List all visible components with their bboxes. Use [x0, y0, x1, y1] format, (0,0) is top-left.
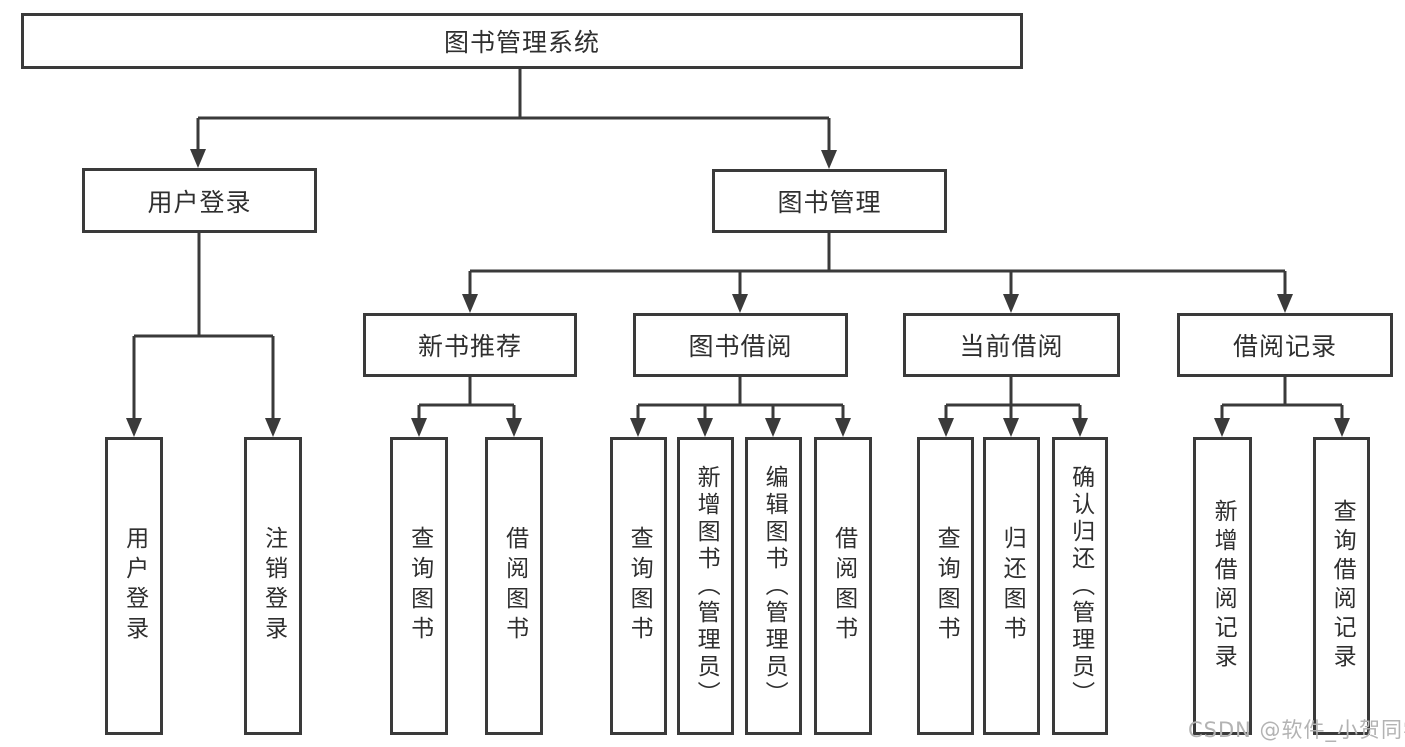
- leaf-user-login-label: 用户登录: [121, 526, 148, 646]
- leaf-edit-book-admin-label: 编辑图书（管理员）: [761, 464, 788, 708]
- leaf-return-book-label: 归还图书: [999, 526, 1026, 646]
- node-user-login-label: 用户登录: [147, 187, 252, 217]
- leaf-confirm-return-admin-label: 确认归还（管理员）: [1067, 464, 1094, 708]
- leaf-query-books-recommend-label: 查询图书: [406, 526, 433, 646]
- node-user-login: 用户登录: [82, 168, 317, 233]
- leaf-borrow-books-recommend-label: 借阅图书: [501, 526, 528, 646]
- leaf-logout-label: 注销登录: [260, 526, 287, 646]
- leaf-borrow-books-borrowing-label: 借阅图书: [830, 526, 857, 646]
- node-root-system: 图书管理系统: [21, 13, 1023, 69]
- leaf-borrow-books-borrowing: 借阅图书: [814, 437, 872, 735]
- node-book-borrowing-label: 图书借阅: [688, 332, 793, 361]
- leaf-add-borrow-record-label: 新增借阅记录: [1210, 499, 1237, 673]
- leaf-logout: 注销登录: [244, 437, 302, 735]
- leaf-query-books-borrowing-label: 查询图书: [626, 526, 653, 646]
- leaf-query-books-recommend: 查询图书: [390, 437, 448, 735]
- leaf-add-book-admin: 新增图书（管理员）: [677, 437, 734, 735]
- node-book-management-label: 图书管理: [777, 188, 882, 217]
- leaf-confirm-return-admin: 确认归还（管理员）: [1052, 437, 1108, 735]
- leaf-user-login: 用户登录: [105, 437, 163, 735]
- node-new-book-recommend: 新书推荐: [363, 313, 577, 377]
- leaf-return-book: 归还图书: [983, 437, 1040, 735]
- node-new-book-recommend-label: 新书推荐: [417, 332, 522, 361]
- leaf-add-borrow-record: 新增借阅记录: [1193, 437, 1252, 735]
- leaf-edit-book-admin: 编辑图书（管理员）: [745, 437, 802, 735]
- leaf-add-book-admin-label: 新增图书（管理员）: [693, 464, 720, 708]
- leaf-query-books-current-label: 查询图书: [933, 526, 960, 646]
- node-borrowing-records-label: 借阅记录: [1232, 332, 1337, 361]
- node-current-borrowing-label: 当前借阅: [959, 332, 1064, 361]
- leaf-query-books-current: 查询图书: [917, 437, 974, 735]
- leaf-query-books-borrowing: 查询图书: [610, 437, 667, 735]
- node-borrowing-records: 借阅记录: [1177, 313, 1393, 377]
- leaf-query-borrow-record-label: 查询借阅记录: [1329, 499, 1356, 673]
- watermark-text: CSDN @软件_小贺同学: [1188, 718, 1405, 742]
- leaf-query-borrow-record: 查询借阅记录: [1313, 437, 1370, 735]
- node-current-borrowing: 当前借阅: [903, 313, 1120, 377]
- node-root-label: 图书管理系统: [443, 28, 600, 57]
- node-book-borrowing: 图书借阅: [633, 313, 848, 377]
- leaf-borrow-books-recommend: 借阅图书: [485, 437, 543, 735]
- node-book-management: 图书管理: [712, 169, 947, 233]
